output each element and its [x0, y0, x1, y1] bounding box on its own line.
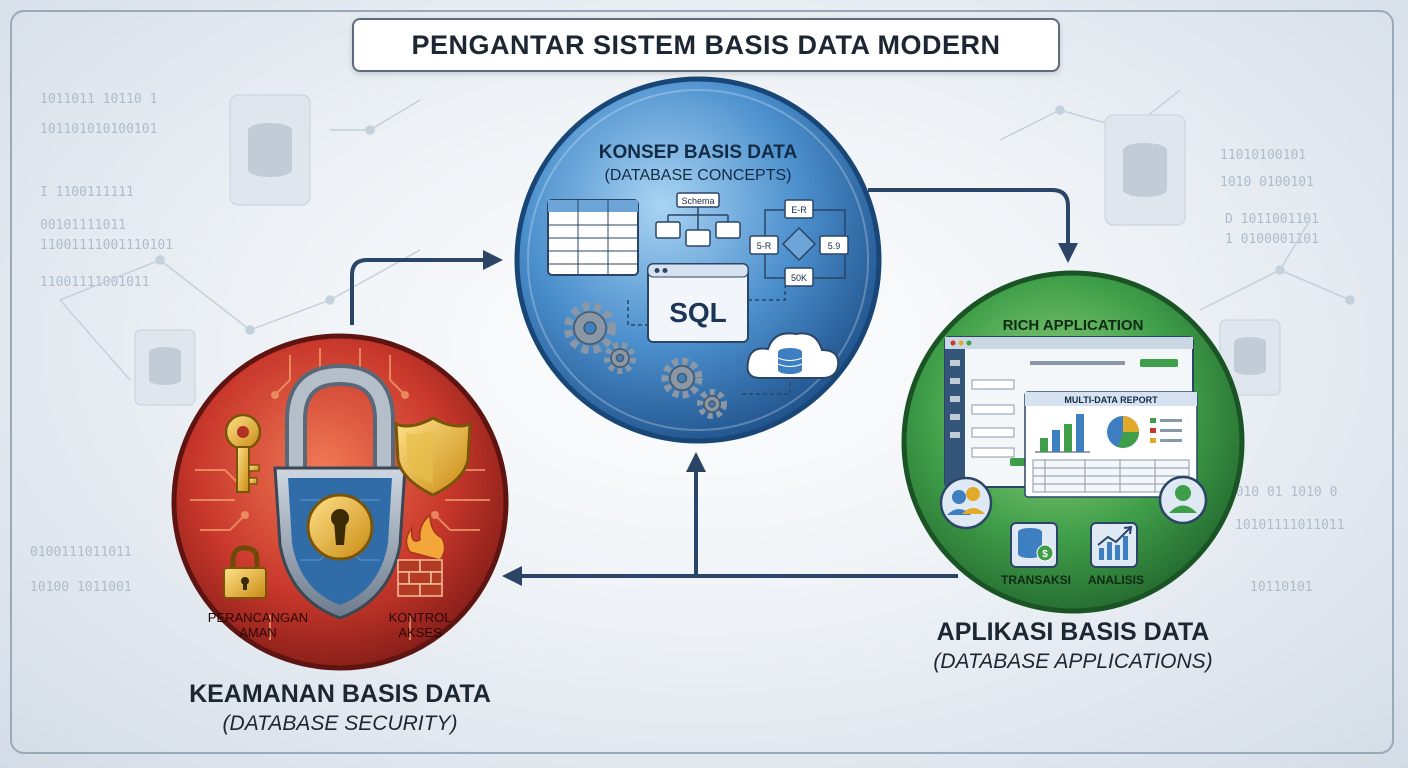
- applications-inner-title: RICH APPLICATION: [1003, 317, 1144, 334]
- outer-frame: [10, 10, 1394, 754]
- cloud-database-icon: [740, 332, 840, 395]
- background-binary: 00101111011: [40, 218, 127, 233]
- background-binary: I 1100111111: [40, 185, 134, 200]
- arrow-concepts-to-applications: [868, 188, 1078, 263]
- user-group-icon: [939, 476, 993, 530]
- sql-window-icon: SQL: [647, 263, 749, 343]
- concepts-subtitle: (DATABASE CONCEPTS): [605, 167, 792, 184]
- background-binary: 01010 01 1010 0: [1220, 485, 1338, 500]
- background-binary: 10100 1011001: [30, 580, 132, 595]
- flow-label-5r: 5-R: [757, 241, 772, 251]
- background-binary: 101101010100101: [40, 122, 158, 137]
- arrow-security-to-concepts: [350, 250, 503, 325]
- flow-label-59: 5.9: [828, 241, 841, 251]
- report-bar-chart-icon: [1035, 414, 1090, 453]
- schema-label: Schema: [681, 196, 714, 206]
- schema-icon: Schema: [655, 192, 741, 247]
- flow-label-50k: 50K: [791, 273, 807, 283]
- report-title: MULTI-DATA REPORT: [1064, 395, 1158, 405]
- shield-icon: [394, 416, 472, 497]
- analysis-chart-icon: [1090, 522, 1138, 568]
- security-circle: PERANCANGAN AMAN KONTROL AKSES: [171, 333, 509, 671]
- access-control-label-line2: AKSES: [398, 625, 442, 640]
- sql-label: SQL: [669, 297, 727, 328]
- transaction-database-icon: $: [1010, 522, 1058, 568]
- background-binary: 11010100101: [1220, 148, 1307, 163]
- background-binary: D 1011001101: [1225, 212, 1319, 227]
- padlock-icon: [273, 363, 407, 620]
- flow-arrows: [350, 188, 1078, 586]
- background-binary: 11001111001011: [40, 275, 150, 290]
- app-window-mockup: MULTI-DATA REPORT: [944, 336, 1198, 498]
- secure-design-label-line1: PERANCANGAN: [208, 610, 308, 625]
- transaction-label: TRANSAKSI: [1001, 573, 1071, 587]
- background-binary: 10101111011011: [1235, 518, 1345, 533]
- user-avatar-icon: [1158, 475, 1208, 525]
- background-binary: 1010 0100101: [1220, 175, 1314, 190]
- er-flowchart-icon: E-R 5-R 5.9 50K: [749, 199, 849, 287]
- concepts-circle: KONSEP BASIS DATA (DATABASE CONCEPTS) Sc…: [514, 76, 882, 444]
- small-lock-icon: [223, 545, 267, 599]
- table-grid-icon: [547, 199, 639, 276]
- security-title: KEAMANAN BASIS DATA: [189, 680, 491, 708]
- background-binary: 1011011 10110 1: [40, 92, 158, 107]
- applications-title: APLIKASI BASIS DATA: [936, 618, 1210, 646]
- security-subtitle: (DATABASE SECURITY): [222, 712, 458, 735]
- flow-label-er: E-R: [791, 205, 807, 215]
- key-icon: [224, 413, 262, 493]
- secure-design-label-line2: AMAN: [239, 625, 277, 640]
- access-control-label-line1: KONTROL: [389, 610, 452, 625]
- firewall-icon: [397, 513, 446, 597]
- applications-circle: RICH APPLICATION: [901, 270, 1245, 614]
- background-database-tiles: [134, 94, 1281, 406]
- applications-subtitle: (DATABASE APPLICATIONS): [933, 650, 1213, 673]
- report-pie-chart-icon: [1107, 416, 1139, 448]
- concepts-title: KONSEP BASIS DATA: [599, 142, 798, 163]
- background-binary: 10110101: [1250, 580, 1313, 595]
- svg-text:$: $: [1042, 549, 1048, 560]
- background-binary: 0100111011011: [30, 545, 132, 560]
- background-binary: 11001111001110101: [40, 238, 174, 253]
- page-title: PENGANTAR SISTEM BASIS DATA MODERN: [352, 18, 1060, 72]
- gear-icon: [564, 302, 727, 419]
- analysis-label: ANALISIS: [1088, 573, 1144, 587]
